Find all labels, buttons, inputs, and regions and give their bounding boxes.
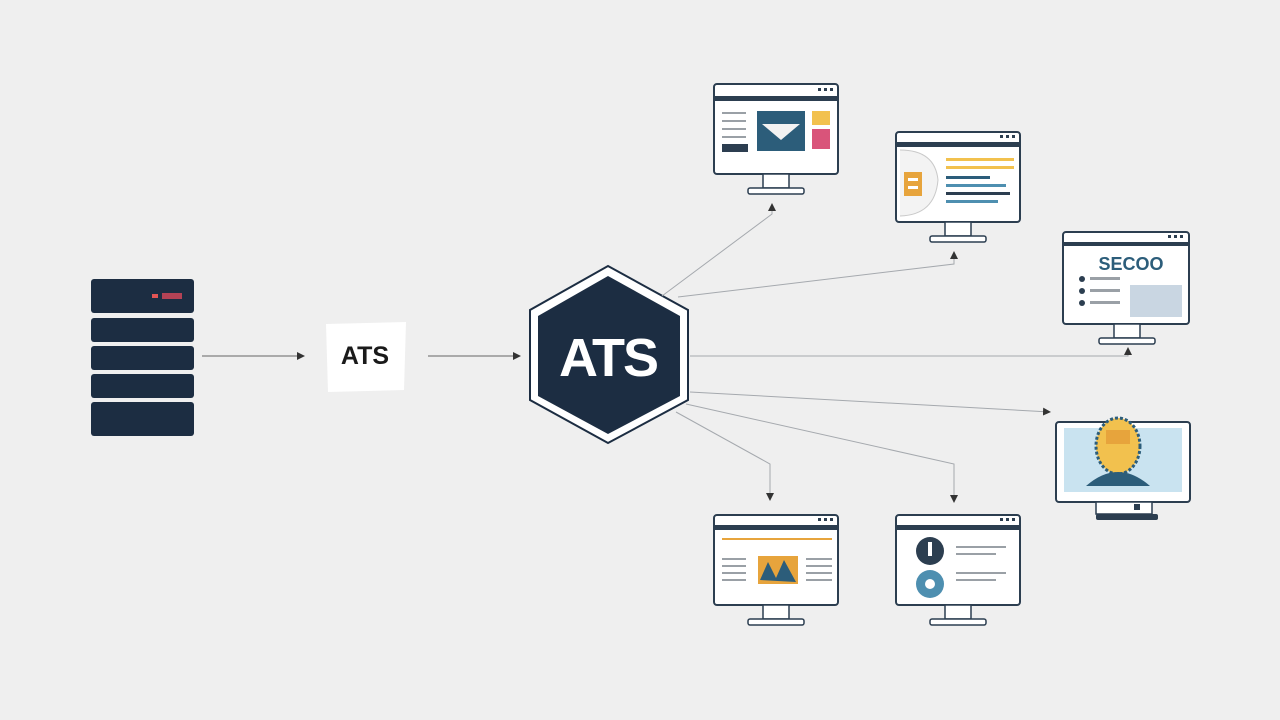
ats-hub-label: ATS [559,328,657,388]
connector-to-monitor-2 [677,251,958,298]
connector-to-monitor-1 [661,203,776,297]
monitor-profile-list: SECOO [1062,231,1190,345]
connector-to-monitor-4 [689,391,1051,416]
avatar-icon [1094,416,1142,476]
monitor-dashboard-top [713,83,839,195]
hub-connectors [661,203,1132,503]
connector-to-monitor-6 [685,403,958,503]
monitor-form-view [895,131,1021,243]
monitor-screen-text: SECOO [1098,254,1163,274]
connector-to-monitor-5 [675,411,774,501]
monitor-contacts-view [895,514,1021,626]
server-stack-icon [91,279,194,436]
monitor-candidate-avatar [1055,416,1191,520]
ats-hub-hexagon: ATS [529,264,689,445]
ats-label-card: ATS [326,322,406,392]
ats-label-text: ATS [341,342,389,370]
monitor-content-view [713,514,839,626]
connector-to-monitor-3 [690,347,1132,357]
